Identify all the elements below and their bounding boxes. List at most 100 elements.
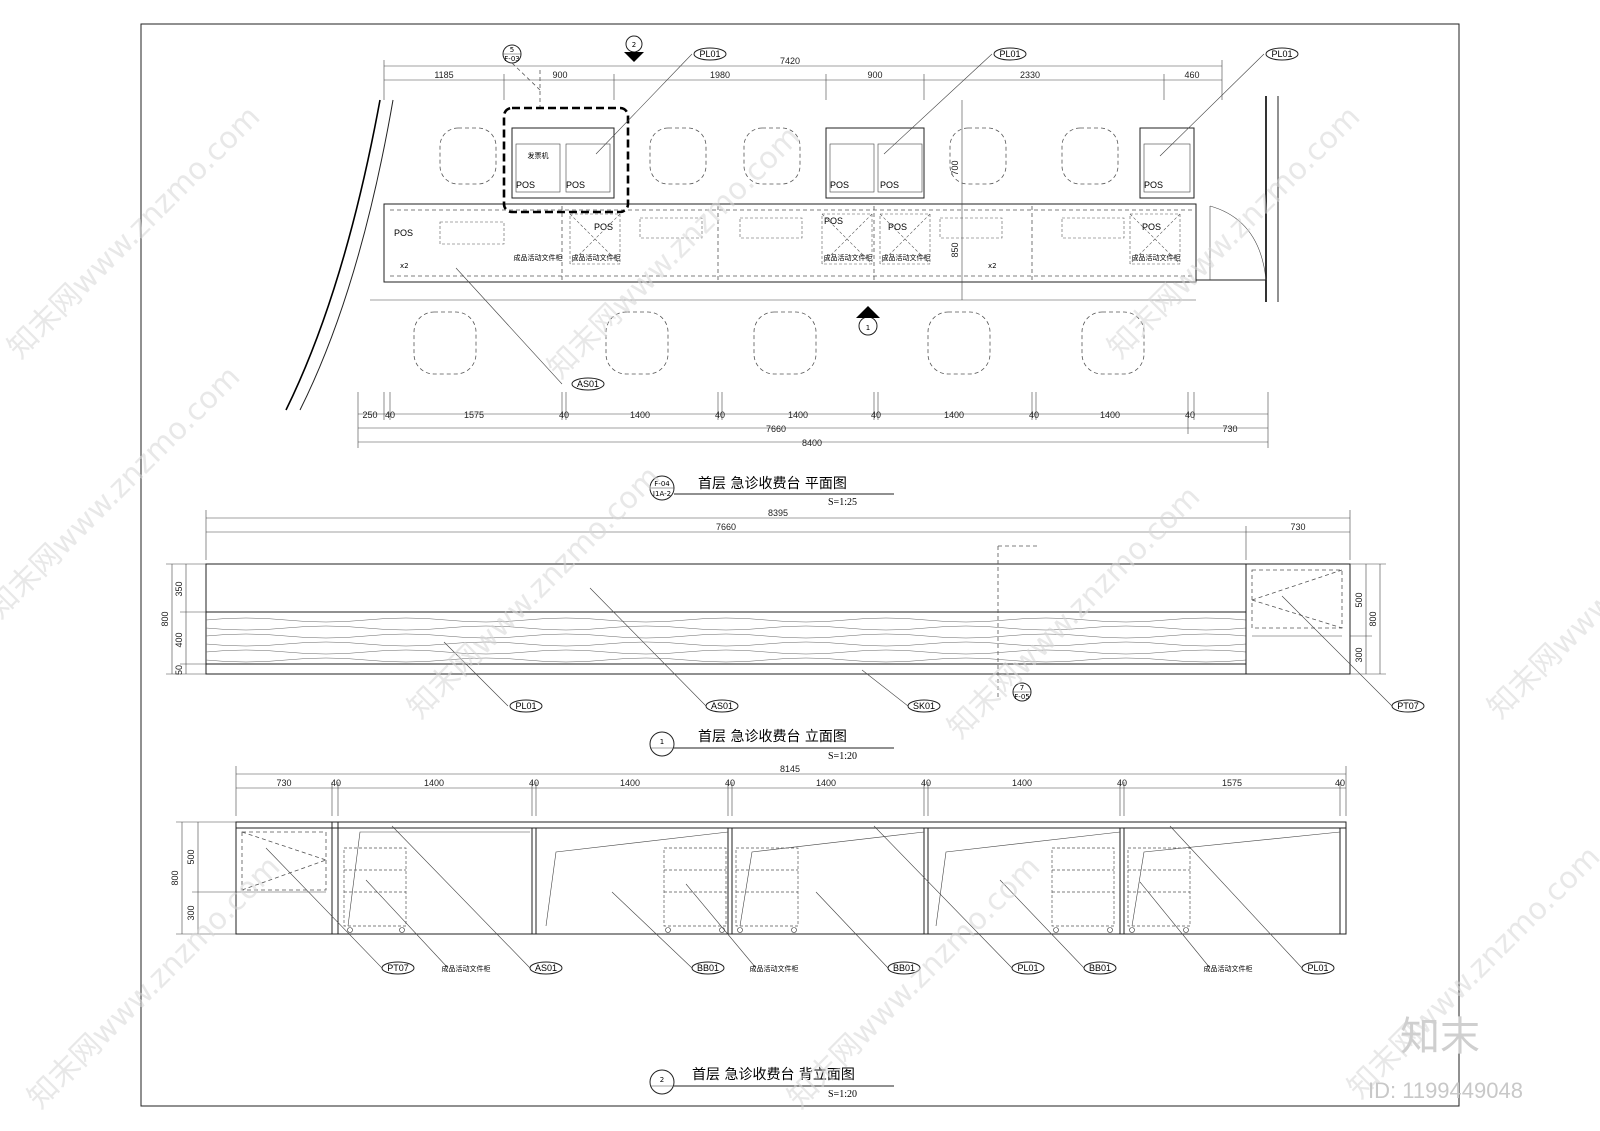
plan-bottom-dim: 40	[1185, 410, 1195, 420]
elevation-marker-1: 1	[856, 306, 880, 336]
elev-title-block: 1 首层 急诊收费台 立面图 S=1:20	[649, 729, 894, 762]
svg-text:知末网www.znzmo.com: 知末网www.znzmo.com	[1, 99, 267, 365]
elev-ref: 7	[1020, 684, 1024, 692]
elev-num: 1	[660, 738, 664, 746]
svg-text:知末网www.znzmo.com: 知末网www.znzmo.com	[1101, 99, 1367, 365]
svg-text:BB01: BB01	[893, 963, 915, 973]
plan-top-dim: 1980	[710, 70, 730, 80]
elev-right-total: 800	[1368, 611, 1378, 626]
plan-bottom-dim: 40	[559, 410, 569, 420]
plan-pos-label: POS	[888, 222, 907, 232]
svg-text:AS01: AS01	[711, 701, 733, 711]
svg-text:知末网www.znzmo.com: 知末网www.znzmo.com	[541, 119, 807, 385]
back-vert-total: 800	[170, 870, 180, 885]
back-vert-dim: 500	[186, 849, 196, 864]
plan-pos-label: POS	[830, 180, 849, 190]
plan-pos-label: POS	[1142, 222, 1161, 232]
plan-bottom-dim: 1400	[630, 410, 650, 420]
plan-qty-label: x2	[988, 262, 997, 270]
brand-watermark: 知末	[1400, 1014, 1480, 1060]
elev-right-dim: 500	[1354, 592, 1364, 607]
back-scale: S=1:20	[828, 1089, 857, 1100]
chairs-bottom	[413, 311, 1145, 375]
plan-pos-label: POS	[566, 180, 585, 190]
sheet-border	[140, 23, 1460, 1107]
plan-tag: PL01	[993, 47, 1027, 61]
svg-text:知末网www.znzmo.com: 知末网www.znzmo.com	[401, 459, 667, 725]
svg-text:BB01: BB01	[697, 963, 719, 973]
elev-tag: AS01	[705, 699, 739, 713]
svg-text:PL01: PL01	[699, 49, 720, 59]
plan-cabinet-label: 成品活动文件柜	[572, 253, 621, 262]
back-tag: BB01	[691, 961, 725, 975]
plan-qty-label: x2	[400, 262, 409, 270]
plan-vert-dim: 850	[950, 242, 960, 257]
plan-bottom-dim: 1400	[944, 410, 964, 420]
plan-top-total: 7420	[780, 56, 800, 66]
plan-pos-label: POS	[594, 222, 613, 232]
elevation-marker-label: 2	[632, 41, 636, 49]
plan-top-dim: 460	[1184, 70, 1199, 80]
plan-bottom-dim: 40	[1029, 410, 1039, 420]
elev-dim: 730	[1290, 522, 1305, 532]
svg-text:AS01: AS01	[535, 963, 557, 973]
plan-bottom-dim: 1575	[464, 410, 484, 420]
plan-tag: PL01	[693, 47, 727, 61]
plan-bottom-dim: 40	[871, 410, 881, 420]
plan-top-dim: 1185	[434, 70, 453, 80]
svg-text:PL01: PL01	[515, 701, 536, 711]
elev-scale: S=1:20	[828, 751, 857, 762]
plan-top-dim: 2330	[1020, 70, 1040, 80]
back-tag: AS01	[529, 961, 563, 975]
plan-total: 8400	[802, 438, 822, 448]
plan-bottom-dim: 1400	[1100, 410, 1120, 420]
elev-dim: 7660	[716, 522, 736, 532]
plan-tag: PL01	[1265, 47, 1299, 61]
back-tag: PT07	[381, 961, 415, 975]
plan-cabinet-label: 成品活动文件柜	[824, 253, 873, 262]
back-elevation: 8145 730 40 1400 40 1400 40 1400 40 1400…	[170, 764, 1347, 1100]
back-dim: 40	[529, 778, 539, 788]
svg-text:AS01: AS01	[577, 379, 599, 389]
elev-vert-dim: 50	[174, 665, 184, 675]
back-dim: 40	[331, 778, 341, 788]
svg-text:PL01: PL01	[1017, 963, 1038, 973]
back-dim: 1575	[1222, 778, 1242, 788]
elevation-marker-2: 2	[624, 35, 644, 62]
svg-text:PL01: PL01	[1307, 963, 1328, 973]
plan-cabinet-label: 成品活动文件柜	[1132, 253, 1181, 262]
back-dim: 1400	[816, 778, 836, 788]
back-total: 8145	[780, 764, 800, 774]
svg-text:知末网www.znzmo.com: 知末网www.znzmo.com	[0, 359, 247, 625]
plan-view: 7420 1185 900 1980 900 2330 460 5 F-03 2	[285, 35, 1299, 508]
plan-title-block: F-04 I1A-2 首层 急诊收费台 平面图 S=1:25	[649, 475, 894, 508]
brand-id: ID: 1199449048	[1368, 1078, 1523, 1103]
back-tag: 成品活动文件柜	[442, 964, 491, 973]
back-title-block: 2 首层 急诊收费台 背立面图 S=1:20	[649, 1067, 894, 1100]
svg-text:PL01: PL01	[1271, 49, 1292, 59]
plan-drawing-no: F-04	[654, 480, 670, 488]
back-dim: 1400	[620, 778, 640, 788]
plan-bottom-dim: 250	[362, 410, 377, 420]
back-dim: 730	[276, 778, 291, 788]
svg-text:BB01: BB01	[1089, 963, 1111, 973]
plan-sub-total: 7660	[766, 424, 786, 434]
elevation-marker-label: 1	[866, 324, 870, 332]
filing-cabinets	[343, 847, 1191, 927]
elev-vert-dim: 400	[174, 632, 184, 647]
plan-drawing-no: I1A-2	[653, 490, 671, 498]
back-dim: 40	[725, 778, 735, 788]
back-dim: 40	[1117, 778, 1127, 788]
svg-text:PT07: PT07	[1397, 701, 1419, 711]
back-tag: 成品活动文件柜	[750, 964, 799, 973]
plan-cabinet-label: 成品活动文件柜	[514, 253, 563, 262]
plan-vert-dim: 700	[950, 160, 960, 175]
svg-text:SK01: SK01	[913, 701, 935, 711]
plan-highlight-box	[502, 106, 630, 214]
back-vert-dim: 300	[186, 905, 196, 920]
plan-scale: S=1:25	[828, 497, 857, 508]
plan-top-dim: 900	[552, 70, 567, 80]
plan-tag: AS01	[571, 377, 605, 391]
elev-vert-total: 800	[160, 611, 170, 626]
